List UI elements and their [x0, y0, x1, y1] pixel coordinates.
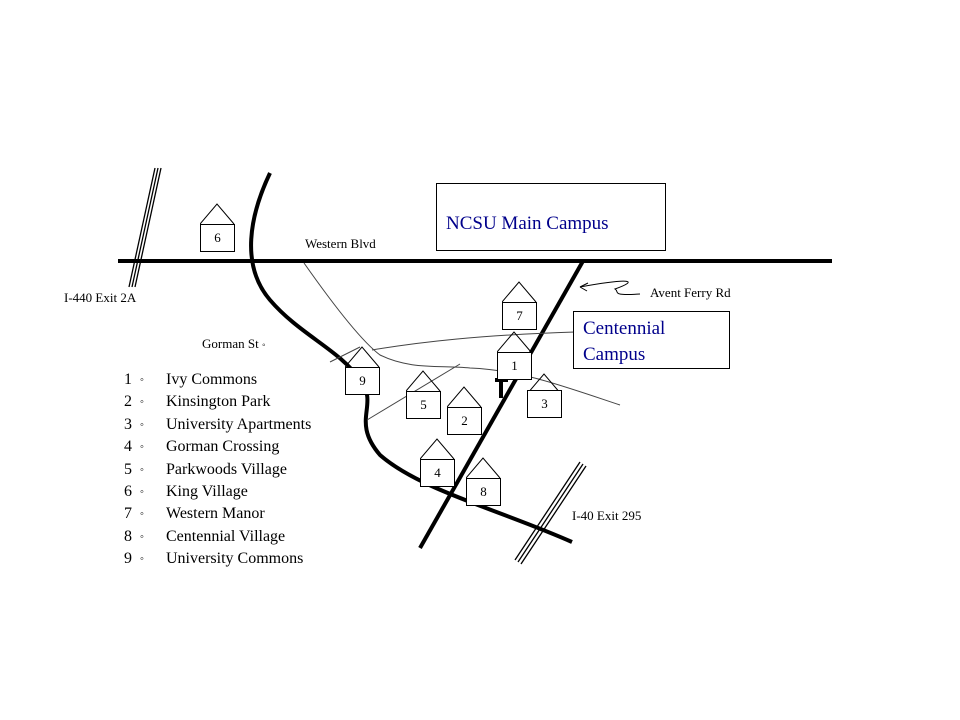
legend-item: 1 ◦ Ivy Commons — [124, 369, 311, 391]
house-number: 1 — [497, 352, 532, 380]
bullet-icon: ◦ — [140, 553, 144, 566]
house-roof-icon — [466, 457, 501, 479]
i440-exit-label: I-440 Exit 2A — [64, 290, 137, 305]
ncsu-main-campus-box: NCSU Main Campus — [436, 183, 666, 251]
western-blvd-label: Western Blvd — [305, 236, 376, 251]
i40-exit-label: I-40 Exit 295 — [572, 508, 642, 523]
house-roof-icon — [406, 370, 441, 392]
legend-number: 3 — [124, 415, 132, 433]
bullet-icon: ◦ — [140, 441, 144, 454]
legend-name: Centennial Village — [166, 527, 286, 545]
house-number: 3 — [527, 390, 562, 418]
legend-item: 9 ◦ University Commons — [124, 548, 311, 570]
i40-highway — [514, 461, 587, 565]
legend-number: 4 — [124, 438, 132, 456]
house-roof-icon — [497, 331, 532, 353]
bullet-icon: ◦ — [140, 486, 144, 499]
house-roof-icon — [447, 386, 482, 408]
legend-number: 1 — [124, 371, 132, 388]
bullet-icon: ◦ — [140, 374, 144, 386]
legend-number: 6 — [124, 483, 132, 501]
legend-item: 8 ◦ Centennial Village — [124, 526, 311, 548]
legend-name: Kinsington Park — [166, 393, 271, 411]
house-number: 5 — [406, 391, 441, 419]
legend-number: 2 — [124, 393, 132, 411]
ncsu-main-campus-label: NCSU Main Campus — [446, 213, 609, 234]
centennial-campus-box: Centennial Campus — [573, 311, 730, 369]
house-roof-icon — [527, 373, 562, 395]
legend-number: 9 — [124, 550, 132, 568]
bullet-icon: ◦ — [140, 396, 144, 409]
house-roof-icon — [502, 281, 537, 303]
legend-item: 6 ◦ King Village — [124, 481, 311, 503]
legend-item: 2 ◦ Kinsington Park — [124, 391, 311, 413]
gorman-st-bullet-icon: ◦ — [261, 340, 266, 351]
legend-item: 5 ◦ Parkwoods Village — [124, 459, 311, 481]
legend-name: Western Manor — [166, 505, 265, 523]
bullet-icon: ◦ — [140, 530, 144, 543]
legend: 1 ◦ Ivy Commons 2 ◦ Kinsington Park 3 ◦ Univer… — [124, 369, 311, 571]
legend-number: 8 — [124, 527, 132, 545]
house-roof-icon — [420, 438, 455, 460]
house-number: 6 — [200, 224, 235, 252]
gorman-st-label: Gorman St ◦ — [202, 336, 266, 352]
legend-item: 3 ◦ University Apartments — [124, 414, 311, 436]
house-roof-icon — [200, 203, 235, 225]
house-number: 9 — [345, 367, 380, 395]
i440-highway — [128, 167, 162, 288]
centennial-campus-label-line1: Centennial — [583, 318, 666, 339]
avent-ferry-arrow — [579, 280, 641, 295]
legend-number: 7 — [124, 505, 132, 523]
legend-item: 4 ◦ Gorman Crossing — [124, 436, 311, 458]
house-number: 4 — [420, 459, 455, 487]
bullet-icon: ◦ — [140, 418, 144, 431]
house-roof-icon — [345, 346, 380, 368]
avent-ferry-label: Avent Ferry Rd — [650, 285, 731, 300]
legend-name: Ivy Commons — [166, 371, 258, 388]
legend-number: 5 — [124, 460, 132, 478]
house-number: 7 — [502, 302, 537, 330]
legend-name: University Apartments — [166, 415, 312, 433]
legend-item: 7 ◦ Western Manor — [124, 503, 311, 525]
legend-name: University Commons — [166, 550, 304, 568]
bullet-icon: ◦ — [140, 508, 144, 521]
legend-name: Gorman Crossing — [166, 438, 280, 456]
house-number: 2 — [447, 407, 482, 435]
centennial-campus-label-line2: Campus — [583, 344, 646, 365]
legend-name: Parkwoods Village — [166, 460, 287, 478]
avent-ferry-road — [418, 260, 585, 549]
gorman-st-text: Gorman St — [202, 336, 259, 351]
house-number: 8 — [466, 478, 501, 506]
legend-name: King Village — [166, 483, 248, 501]
bullet-icon: ◦ — [140, 463, 144, 476]
